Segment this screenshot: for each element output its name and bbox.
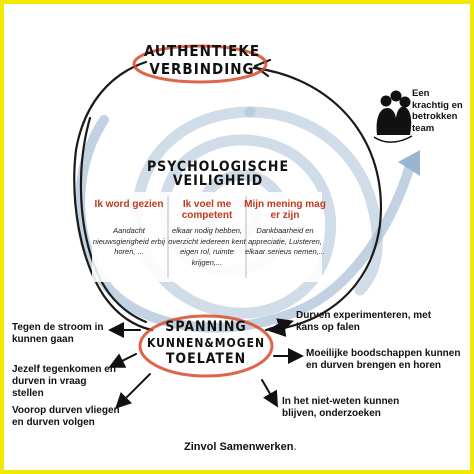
- column-heading-1: Ik word gezien: [94, 199, 164, 210]
- bottom-title-line3: TOELATEN: [165, 351, 247, 367]
- people-group-icon: [376, 90, 412, 135]
- outline-loop: [73, 58, 383, 337]
- brand-name: Zinvol Samenwerken: [184, 441, 294, 453]
- left-item-3: Voorop durven vliegen en durven volgen: [12, 405, 120, 428]
- columns-panel: [92, 192, 322, 282]
- column-heading-3: Mijn mening mag er zijn: [244, 199, 326, 221]
- top-title: AUTHENTIEKE VERBINDING: [140, 44, 264, 77]
- right-item-1: Durven experimenteren, met kans op falen: [296, 310, 432, 333]
- team-label: Een krachtig en betrokken team: [412, 88, 463, 134]
- column-body-3: Dankbaarheid en appreciatie, Luisteren, …: [244, 226, 326, 256]
- middle-title: PSYCHOLOGISCHE VEILIGHEID: [146, 159, 290, 189]
- column-body-1: Aandacht nieuwsgierigheid erbij horen, .…: [92, 226, 166, 256]
- left-item-2: Jezelf tegenkomen en durven in vraag ste…: [12, 364, 116, 399]
- brand-footer: Zinvol Samenwerken.: [184, 441, 297, 453]
- bottom-title-line1: SPANNING: [165, 319, 247, 335]
- bottom-title: SPANNING KUNNEN&MOGEN TOELATEN: [142, 320, 270, 366]
- column-heading-2: Ik voel me competent: [181, 199, 233, 221]
- column-body-2: elkaar nodig hebben, overzicht iedereen …: [168, 226, 246, 267]
- bottom-title-highlight: [138, 314, 274, 378]
- right-item-3: In het niet-weten kunnen blijven, onderz…: [282, 396, 400, 419]
- top-title-line1: AUTHENTIEKE: [143, 42, 261, 60]
- left-item-1: Tegen de stroom in kunnen gaan: [12, 322, 104, 345]
- brand-dot: .: [293, 441, 297, 453]
- spiral-arrowhead: [398, 150, 420, 176]
- top-title-highlight: [132, 44, 268, 84]
- top-title-line2: VERBINDING: [149, 60, 255, 78]
- bottom-title-line2: KUNNEN&MOGEN: [146, 336, 265, 350]
- outgoing-arrows: [108, 318, 304, 409]
- right-item-2: Moeilijke boodschappen kunnen en durven …: [306, 348, 461, 371]
- team-underline: [373, 135, 413, 143]
